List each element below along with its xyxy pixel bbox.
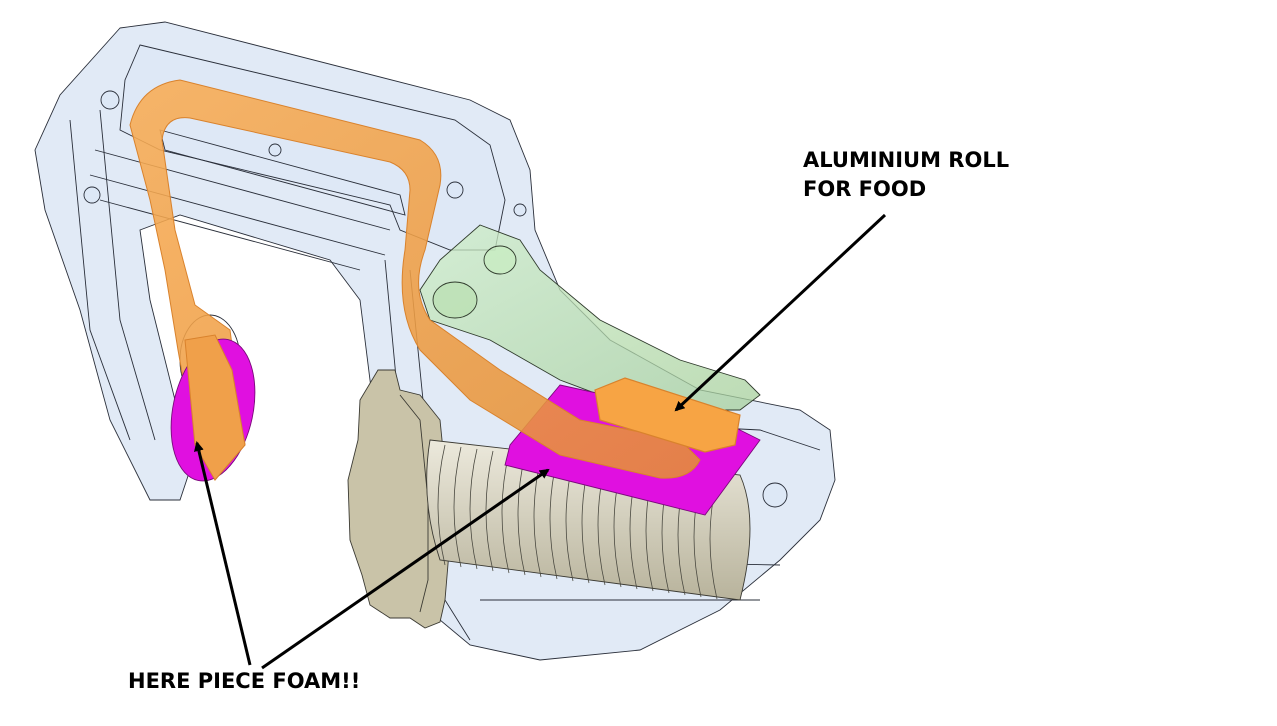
knurled-knob: [347, 369, 451, 629]
orange-strap: [129, 79, 741, 481]
green-cam: [419, 224, 761, 411]
label-roll-line2: FOR FOOD: [803, 177, 927, 201]
thread-line: [469, 448, 478, 570]
thread-line: [437, 444, 446, 566]
thread-line: [485, 450, 494, 572]
label-piece-foam: HERE PIECE FOAM!!: [128, 669, 361, 693]
annotation-arrows: [193, 213, 887, 670]
arrow-foam-disc: [193, 441, 252, 666]
label-aluminium-roll: ALUMINIUM ROLL FOR FOOD: [803, 146, 1009, 204]
label-roll-line1: ALUMINIUM ROLL: [803, 148, 1010, 172]
thread-line: [453, 446, 462, 568]
arrow-foam-pad: [261, 468, 550, 670]
thread-line: [501, 452, 510, 574]
arrow-roll: [674, 213, 887, 412]
